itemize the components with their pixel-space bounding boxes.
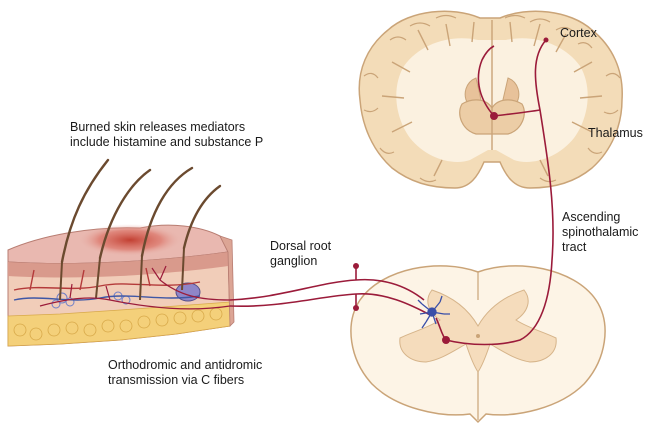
thalamus-label: Thalamus [588, 126, 643, 141]
ascending-label-line3: tract [562, 240, 587, 254]
spinothalamic-crossing [445, 39, 554, 346]
fat-cells [13, 307, 223, 341]
brain-coronal-section [358, 10, 623, 189]
skin-side-face [219, 235, 235, 327]
thalamus-label-text: Thalamus [588, 126, 643, 140]
thalamic-neuron-soma [490, 112, 498, 120]
ascending-label-line2: spinothalamic [562, 225, 639, 239]
dorsal-root-label-line2: ganglion [270, 254, 318, 268]
burned-skin-label-line1: Burned skin releases mediators [70, 120, 246, 134]
second-order-neuron-soma [442, 336, 450, 344]
burned-skin-label-line2: include histamine and substance P [70, 135, 264, 149]
cortex-terminal [543, 37, 549, 43]
orthodromic-label-line2: transmission via C fibers [108, 373, 245, 387]
thalamus-to-cortex-fiber [477, 45, 495, 117]
burned-skin-label: Burned skin releases mediators include h… [70, 120, 263, 150]
peripheral-c-fiber-upper [229, 278, 425, 301]
nerve-pathway [229, 39, 554, 346]
brain-sulci [381, 20, 603, 177]
hair-shafts [60, 158, 222, 264]
drg-cell-lower [353, 305, 359, 311]
dorsal-root-label-line1: Dorsal root [270, 239, 332, 253]
central-canal [476, 334, 480, 338]
burn-area [78, 224, 182, 256]
brain-gyri [363, 14, 621, 183]
cortex-label-text: Cortex [560, 26, 597, 40]
c-fiber-terminals [39, 265, 231, 310]
orthodromic-antidromic-label: Orthodromic and antidromic transmission … [108, 358, 262, 388]
cortex-label: Cortex [560, 26, 597, 41]
epidermis-layer [8, 252, 228, 278]
dorsal-horn-neuron [417, 295, 450, 329]
ascending-label-line1: Ascending [562, 210, 621, 224]
ascending-spinothalamic-tract-label: Ascending spinothalamic tract [562, 210, 638, 255]
thalamic-relay-line [493, 109, 541, 117]
hair-follicles [59, 247, 185, 301]
nerve-markers [353, 37, 549, 344]
dorsal-root-ganglion-label: Dorsal root ganglion [270, 239, 331, 269]
drg-cell-upper [353, 263, 359, 269]
skin-block [7, 158, 235, 347]
orthodromic-label-line1: Orthodromic and antidromic [108, 358, 263, 372]
